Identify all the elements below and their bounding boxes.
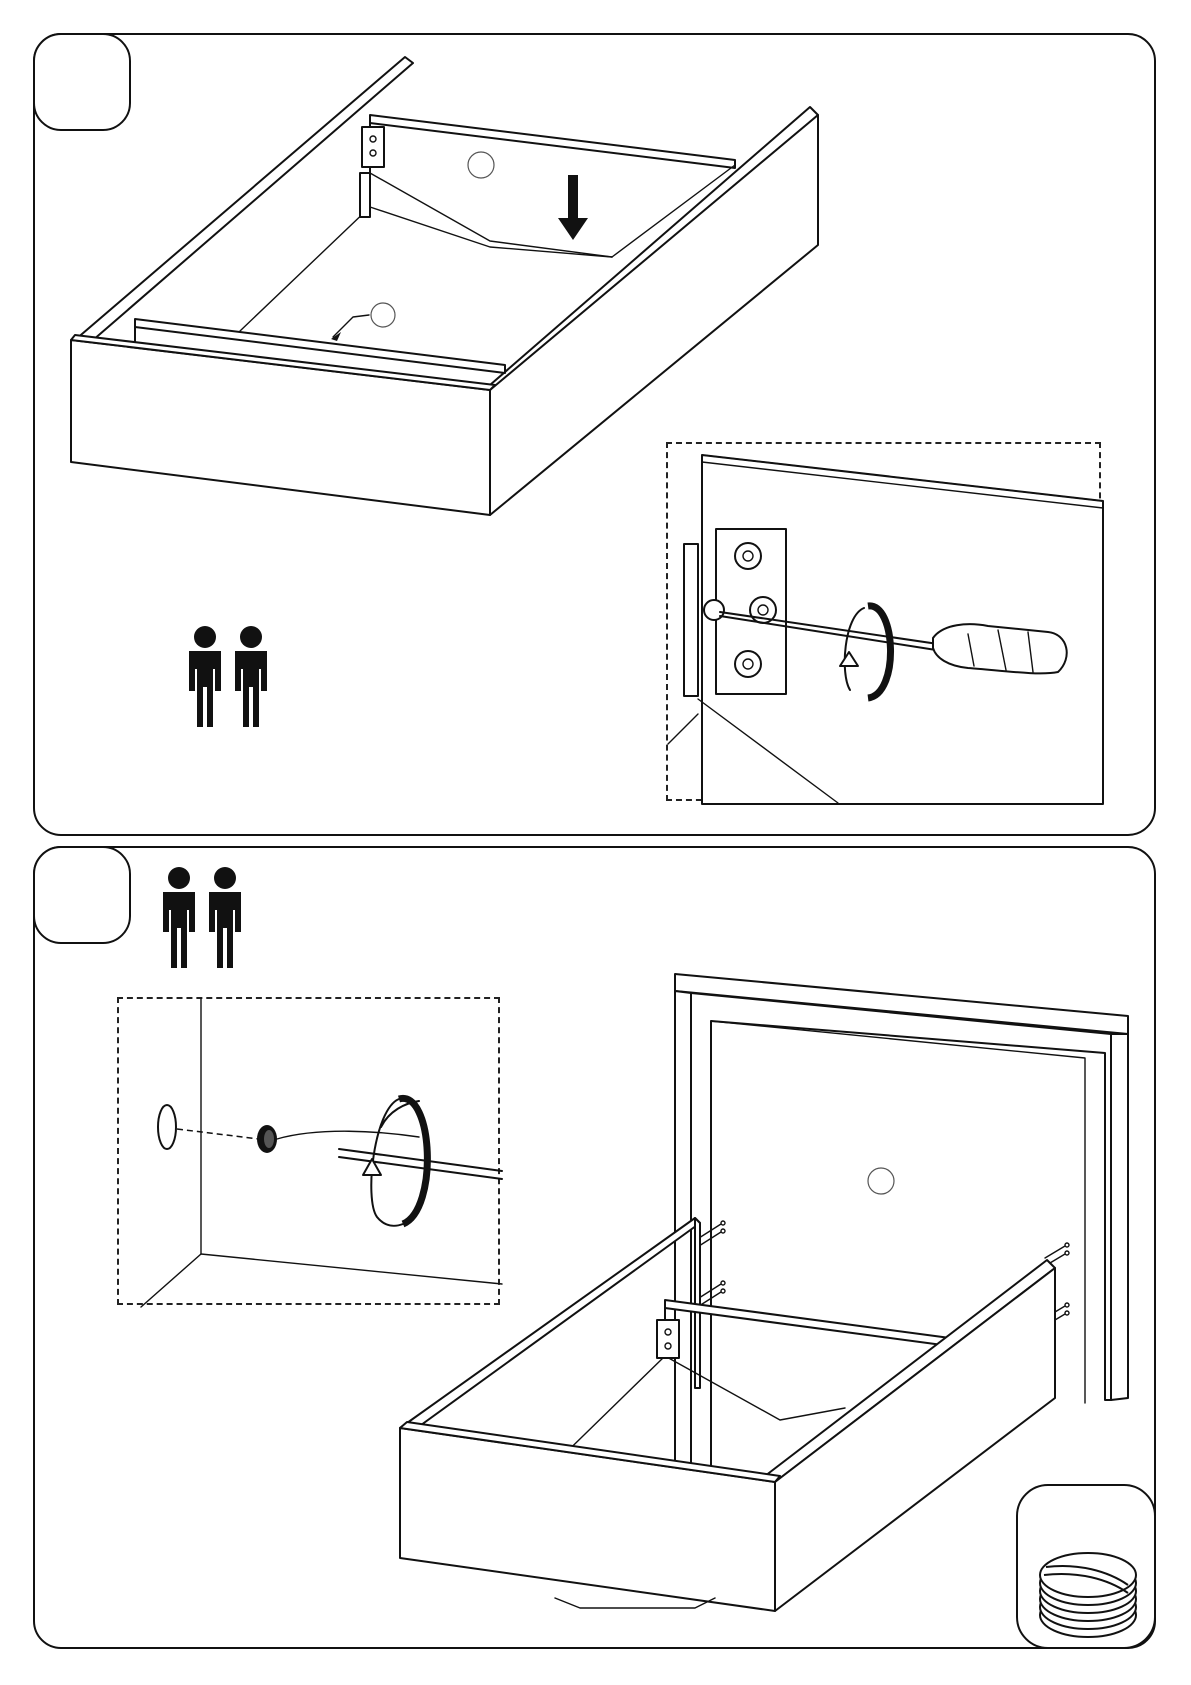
step-2-panel bbox=[33, 846, 1156, 1649]
hardware-badge bbox=[1016, 1484, 1156, 1649]
step-1-panel bbox=[33, 33, 1156, 836]
step-1-detail-inset bbox=[666, 442, 1101, 801]
drawer-to-headboard-illustration bbox=[35, 848, 1158, 1651]
cam-lock-icon bbox=[1018, 1486, 1158, 1651]
cam-bracket bbox=[657, 1320, 679, 1358]
screwdriver-handle-icon bbox=[933, 624, 1067, 673]
headboard-ref-circle bbox=[868, 1168, 894, 1194]
screwdriver-detail-illustration bbox=[668, 444, 1103, 803]
